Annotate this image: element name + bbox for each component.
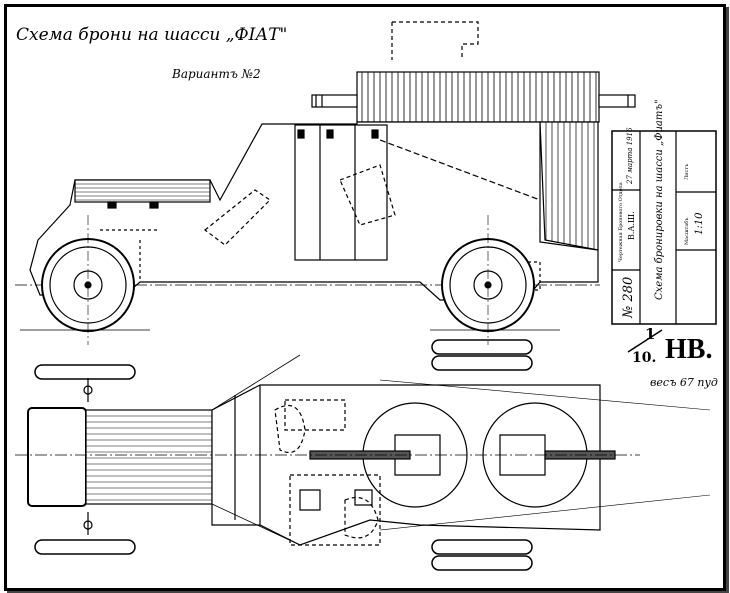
stamp-initials: НВ. (665, 334, 712, 365)
radiator (27, 407, 87, 507)
drawing-number: № 280 (621, 277, 636, 319)
scale-label: Масштабъ (683, 218, 690, 246)
variant-label: Вариантъ №2 (171, 67, 261, 81)
turret (356, 71, 600, 123)
drawing-title: Схема брони на шасси „ФІАТ" (16, 25, 287, 45)
office-code: В.А.Ш. (627, 211, 636, 240)
stamp: 1 10. НВ. (627, 325, 712, 366)
front-wheel (41, 238, 135, 332)
sheets-label: Листъ (684, 164, 690, 180)
front-machine-gun (311, 94, 358, 108)
side-doors (294, 124, 388, 261)
scale-value: 1:10 (694, 212, 705, 235)
stamp-fraction-top: 1 (645, 325, 655, 343)
tire-outlines (34, 339, 533, 571)
title-block: № 280 Чертежная Броневого Отдела В.А.Ш. … (611, 99, 717, 325)
drawing-date: 27 марта 1916 (626, 127, 634, 185)
stamp-fraction-bottom: 10. (632, 350, 656, 366)
plan-view (15, 354, 711, 546)
rear-machine-gun (598, 94, 636, 108)
weight-note: весъ 67 пуд (650, 376, 718, 389)
drawing-name: Схема бронировки на шасси „Фиатъ" (654, 99, 665, 300)
side-view (15, 21, 636, 345)
office-name: Чертежная Броневого Отдела (618, 182, 624, 262)
